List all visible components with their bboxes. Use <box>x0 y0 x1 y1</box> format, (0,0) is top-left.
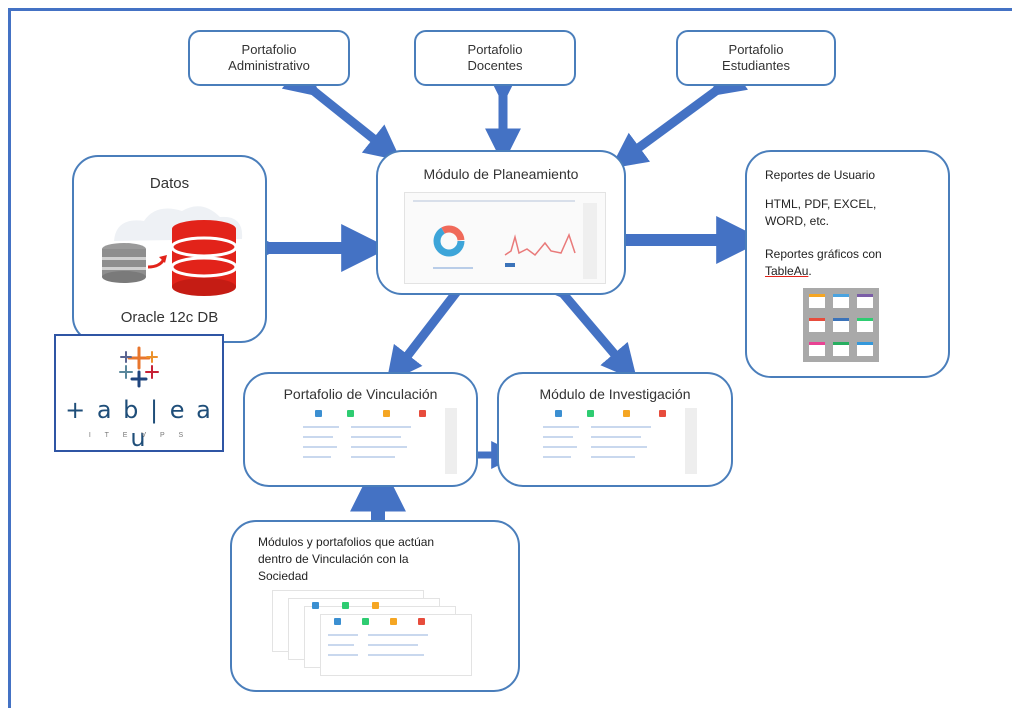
modulo-investigacion-box: Módulo de Investigación <box>497 372 733 487</box>
portafolio-administrativo-line1: Portafolio <box>241 42 297 57</box>
datos-box: Datos Oracle 12c DB <box>72 155 267 343</box>
dashboard-thumbnail <box>404 192 606 284</box>
portafolio-estudiantes-line1: Portafolio <box>728 42 784 57</box>
arrow-planeamiento-vinculacion <box>386 256 490 384</box>
reportes-graficos-text: Reportes gráficos con <box>765 247 882 261</box>
modulos-description: Módulos y portafolios que actúan dentro … <box>258 534 434 585</box>
tableau-logo-icon <box>119 346 159 388</box>
tableau-subtext: I T E V P S <box>88 432 190 439</box>
reportes-graficos: Reportes gráficos con TableAu. <box>765 246 935 280</box>
portafolio-docentes-line1: Portafolio <box>467 42 523 57</box>
reportes-formats: HTML, PDF, EXCEL, WORD, etc. <box>765 197 877 228</box>
arrow-admin-planeamiento <box>281 60 402 161</box>
modulos-line1: Módulos y portafolios que actúan <box>258 535 435 549</box>
vinculacion-thumbnail <box>295 408 465 478</box>
tableau-logo-box: + a b | e a u I T E V P S <box>54 334 224 452</box>
portafolio-docentes-line2: Docentes <box>467 58 523 73</box>
report-grid-icons <box>809 294 873 356</box>
datos-title: Datos <box>149 175 190 192</box>
modulos-line2: dentro de Vinculación con la <box>258 552 409 566</box>
portafolio-docentes-box: Portafolio Docentes <box>414 30 576 86</box>
tableau-wordmark: + a b | e a u <box>65 396 213 452</box>
modulos-line3: Sociedad <box>258 569 309 583</box>
modulo-planeamiento-title: Módulo de Planeamiento <box>423 166 579 182</box>
portafolio-administrativo-line2: Administrativo <box>228 58 310 73</box>
grey-server-icon <box>102 243 146 283</box>
stacked-modules-thumbnail <box>272 590 502 686</box>
transfer-arrow-icon <box>147 258 166 269</box>
diagram-frame <box>8 8 1012 708</box>
investigacion-thumbnail <box>535 408 705 478</box>
reportes-title: Reportes de Usuario <box>765 168 876 182</box>
portafolio-administrativo-box: Portafolio Administrativo <box>188 30 350 86</box>
dashboard-chart-illustration <box>413 200 597 279</box>
arrow-planeamiento-investigacion <box>532 261 638 381</box>
oracle-database-icon <box>170 220 238 296</box>
database-illustration <box>102 206 243 296</box>
modulo-investigacion-title: Módulo de Investigación <box>539 386 691 402</box>
arrow-estudiantes-planeamiento <box>610 60 749 169</box>
reportes-usuario-box: Reportes de Usuario HTML, PDF, EXCEL, WO… <box>745 150 950 378</box>
oracle-db-label: Oracle 12c DB <box>120 309 219 326</box>
portafolio-estudiantes-line2: Estudiantes <box>722 58 790 73</box>
modulo-planeamiento-box: Módulo de Planeamiento <box>376 150 626 295</box>
tableau-link-suffix: . <box>808 264 812 278</box>
portafolio-vinculacion-box: Portafolio de Vinculación <box>243 372 478 487</box>
portafolio-estudiantes-box: Portafolio Estudiantes <box>676 30 836 86</box>
portafolio-vinculacion-title: Portafolio de Vinculación <box>283 386 438 402</box>
tableau-link[interactable]: TableAu <box>765 264 809 278</box>
modulos-portafolios-box: Módulos y portafolios que actúan dentro … <box>230 520 520 692</box>
report-grid-thumbnail <box>803 288 879 362</box>
